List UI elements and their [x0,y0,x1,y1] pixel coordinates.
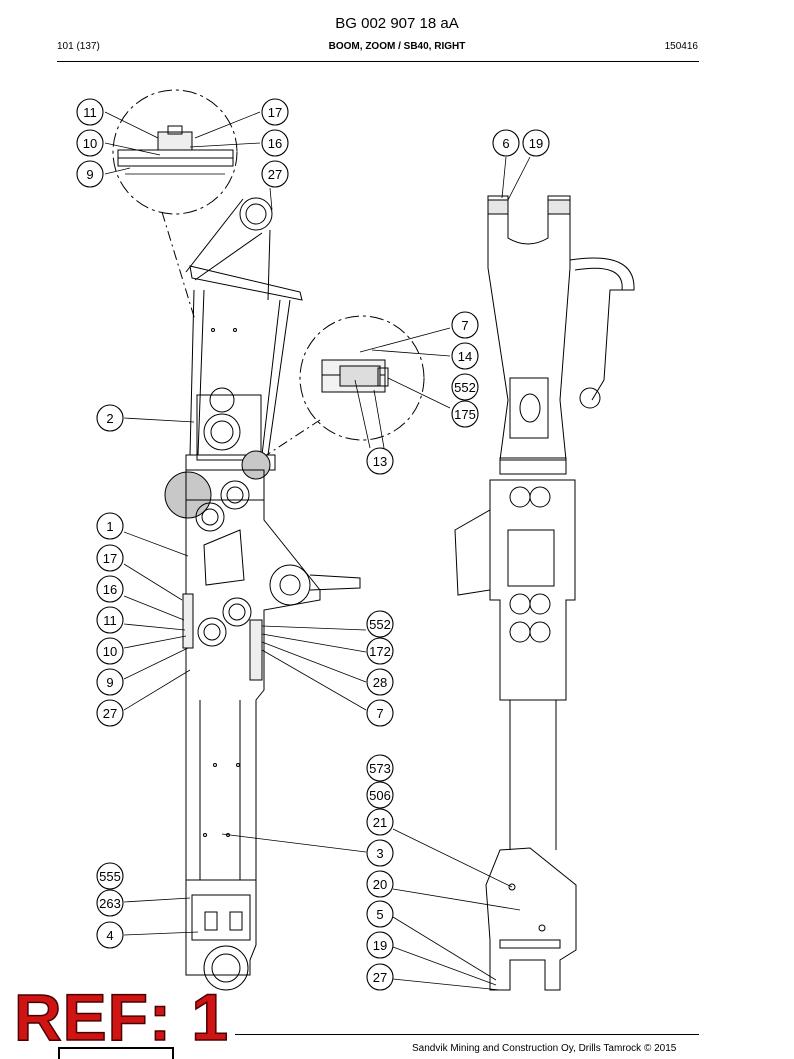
callout: 1 [96,512,124,540]
callout: 10 [96,637,124,665]
document-code: 150416 [664,41,698,52]
svg-text:555: 555 [99,869,121,884]
svg-text:10: 10 [83,136,97,151]
right-boom-view [454,195,635,991]
svg-text:27: 27 [268,167,282,182]
svg-text:13: 13 [373,454,387,469]
callout: 11 [96,606,124,634]
callout: 17 [261,98,289,126]
svg-text:17: 17 [103,551,117,566]
callout: 3 [366,839,394,867]
callout: 7 [451,311,479,339]
svg-text:11: 11 [103,613,117,628]
svg-text:4: 4 [106,928,113,943]
svg-text:27: 27 [103,706,117,721]
svg-text:573: 573 [369,761,391,776]
callout: 172 [366,637,394,665]
footer-rule [235,1034,699,1035]
callout: 552 [366,610,394,638]
callout: 27 [261,160,289,188]
svg-text:7: 7 [461,318,468,333]
callout: 552 [451,373,479,401]
svg-text:5: 5 [376,907,383,922]
callout: 11 [76,98,104,126]
callout: 14 [451,342,479,370]
callout: 10 [76,129,104,157]
svg-text:19: 19 [373,938,387,953]
svg-text:10: 10 [103,644,117,659]
svg-text:28: 28 [373,675,387,690]
callout: 19 [522,129,550,157]
callout: 9 [76,160,104,188]
callout: 6 [492,129,520,157]
callout: 16 [96,575,124,603]
svg-text:19: 19 [529,136,543,151]
svg-text:6: 6 [502,136,509,151]
svg-text:3: 3 [376,846,383,861]
callout: 263 [96,889,124,917]
callout: 27 [366,963,394,991]
svg-text:2: 2 [106,411,113,426]
svg-text:27: 27 [373,970,387,985]
callout: 13 [366,447,394,475]
callout: 19 [366,931,394,959]
svg-text:14: 14 [458,349,472,364]
callout: 506 [366,781,394,809]
svg-text:175: 175 [454,407,476,422]
svg-text:7: 7 [376,706,383,721]
reference-stamp: REF: 1 [13,980,230,1054]
svg-text:21: 21 [373,815,387,830]
svg-text:16: 16 [103,582,117,597]
document-number: BG 002 907 18 aA [335,15,459,32]
svg-text:506: 506 [369,788,391,803]
svg-text:9: 9 [86,167,93,182]
leader-lines [104,111,531,991]
callout: 16 [261,129,289,157]
svg-text:552: 552 [454,380,476,395]
svg-text:552: 552 [369,617,391,632]
callout: 9 [96,668,124,696]
svg-text:9: 9 [106,675,113,690]
svg-text:17: 17 [268,105,282,120]
svg-text:172: 172 [369,644,391,659]
callout: 7 [366,699,394,727]
callout: 573 [366,754,394,782]
callout-balloons: 11 17 10 16 9 27 6 19 7 14 552 175 2 13 … [76,98,550,991]
page-number: 101 (137) [57,41,100,52]
footer-copyright: Sandvik Mining and Construction Oy, Dril… [412,1043,677,1054]
header-rule [57,61,699,62]
callout: 21 [366,808,394,836]
callout: 27 [96,699,124,727]
svg-text:263: 263 [99,896,121,911]
svg-text:20: 20 [373,877,387,892]
svg-text:16: 16 [268,136,282,151]
callout: 4 [96,921,124,949]
svg-text:1: 1 [106,519,113,534]
callout: 555 [96,862,124,890]
callout: 175 [451,400,479,428]
callout: 17 [96,544,124,572]
callout: 2 [96,404,124,432]
svg-text:11: 11 [83,105,97,120]
callout: 28 [366,668,394,696]
callout: 20 [366,870,394,898]
page-title: BOOM, ZOOM / SB40, RIGHT [328,41,466,52]
brand-logo [58,1047,174,1059]
left-boom-view [112,89,425,991]
callout: 5 [366,900,394,928]
